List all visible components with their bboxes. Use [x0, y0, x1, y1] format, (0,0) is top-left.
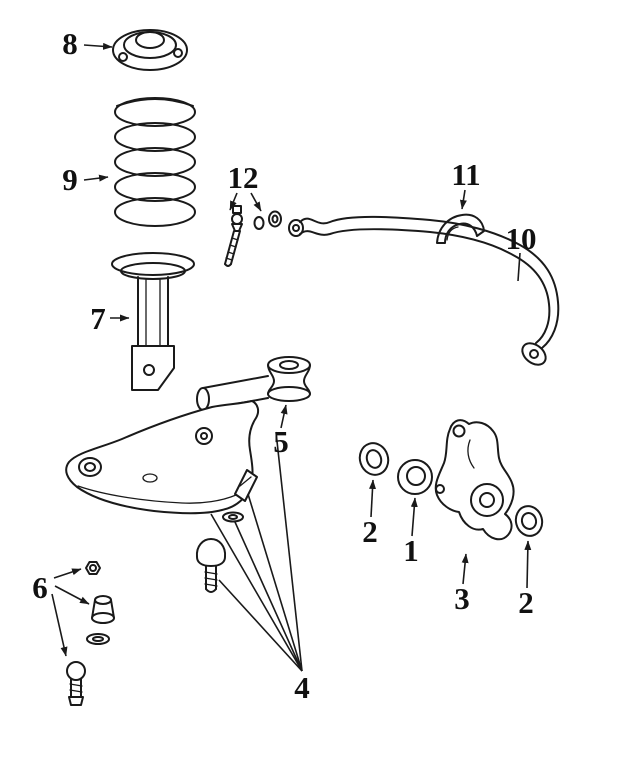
leader-6b	[54, 585, 90, 605]
callout-10-label: 10	[506, 221, 537, 256]
ball-joint-hardware	[66, 561, 115, 706]
wheel-bearing	[397, 459, 433, 495]
leader-4a	[210, 513, 303, 672]
leader-12b	[250, 192, 262, 212]
leader-2-right	[524, 540, 532, 589]
steering-knuckle	[434, 419, 515, 541]
leader-3	[461, 553, 469, 585]
callout-8-label: 8	[62, 26, 78, 61]
callout-1-label: 1	[403, 533, 419, 568]
leader-2-left	[369, 479, 377, 518]
leader-10	[517, 252, 521, 282]
leader-4c	[234, 521, 303, 672]
callout-4-label: 4	[294, 670, 310, 705]
stabilizer-link-hardware	[224, 205, 282, 267]
strut-assembly	[111, 252, 195, 391]
leader-4d	[247, 493, 303, 672]
strut-mount	[112, 29, 188, 71]
seal-left	[358, 442, 390, 476]
leader-6a	[53, 568, 82, 579]
leader-5	[280, 404, 288, 429]
control-arm-bushing	[267, 356, 311, 402]
leader-8	[83, 42, 113, 50]
ball-joint-assembly	[195, 469, 258, 593]
callout-9-label: 9	[62, 162, 78, 197]
leader-6c	[51, 593, 68, 657]
callout-6-label: 6	[32, 570, 48, 605]
stabilizer-bracket	[436, 213, 485, 244]
callout-7-label: 7	[90, 301, 106, 336]
leader-12a	[229, 192, 238, 211]
callout-12-label: 12	[228, 160, 259, 195]
seal-right	[514, 505, 544, 537]
callout-3-label: 3	[454, 581, 470, 616]
callout-5-label: 5	[273, 424, 289, 459]
leader-4e	[275, 431, 303, 672]
callout-2-right-label: 2	[518, 585, 534, 620]
lower-control-arm	[65, 375, 269, 515]
leader-9	[83, 174, 109, 182]
callout-11-label: 11	[451, 157, 480, 192]
stabilizer-bar	[288, 215, 560, 366]
callout-labels: 8 9 7 12 11 10 5 2 1 3 2 6 4	[32, 26, 536, 705]
leader-11	[459, 189, 467, 210]
callout-leaders	[51, 42, 532, 672]
callout-2-left-label: 2	[362, 514, 378, 549]
coil-spring	[114, 97, 196, 227]
leader-1	[410, 497, 418, 537]
leader-4b	[218, 579, 303, 672]
